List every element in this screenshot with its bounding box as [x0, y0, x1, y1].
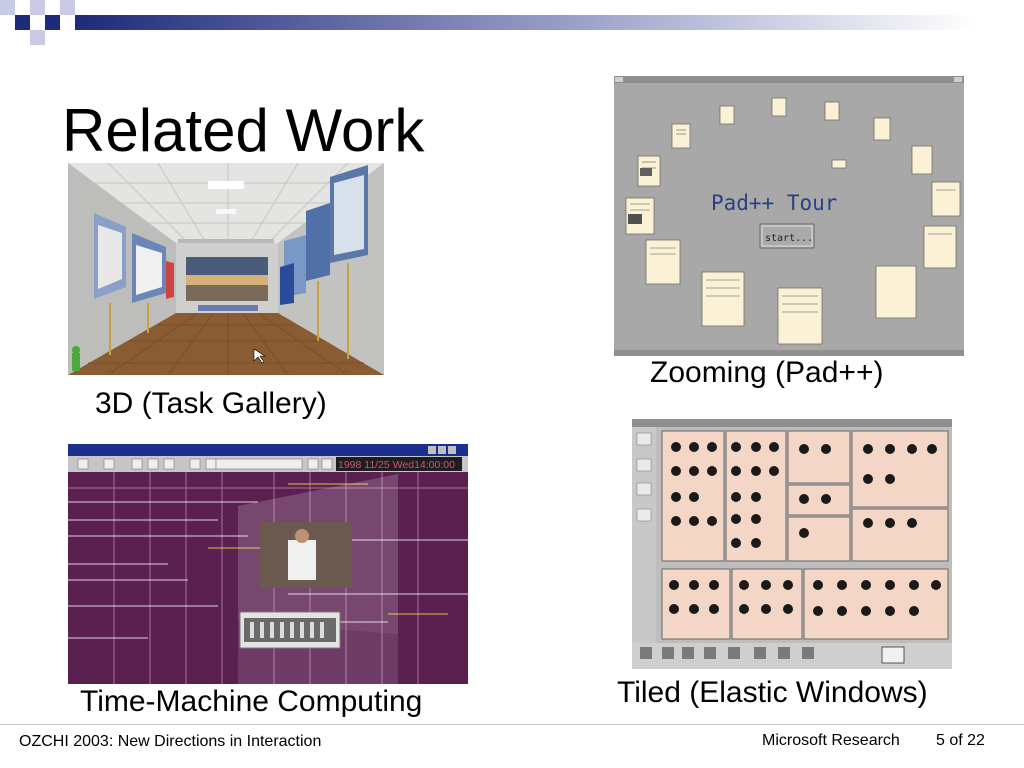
slide-title: Related Work — [62, 97, 425, 164]
pad-heading: Pad++ Tour — [711, 191, 837, 215]
elastic-windows-image — [632, 419, 952, 669]
task-gallery-image — [68, 163, 384, 375]
header-decoration — [0, 0, 975, 45]
footer-conference: OZCHI 2003: New Directions in Interactio… — [19, 733, 322, 750]
time-machine-date: 1998 11/25 Wed14:00:00 — [338, 459, 455, 471]
footer-organization: Microsoft Research — [762, 732, 900, 749]
time-machine-caption: Time-Machine Computing — [80, 685, 423, 718]
pad-caption: Zooming (Pad++) — [650, 356, 884, 389]
pad-start-button[interactable]: start... — [765, 233, 813, 244]
elastic-windows-caption: Tiled (Elastic Windows) — [617, 676, 928, 709]
footer-page-number: 5 of 22 — [936, 732, 985, 749]
task-gallery-caption: 3D (Task Gallery) — [95, 387, 327, 420]
pad-image: Pad++ Tour start... — [614, 76, 964, 356]
footer-divider — [0, 724, 1024, 725]
time-machine-image: 1998 11/25 Wed14:00:00 — [68, 444, 468, 684]
